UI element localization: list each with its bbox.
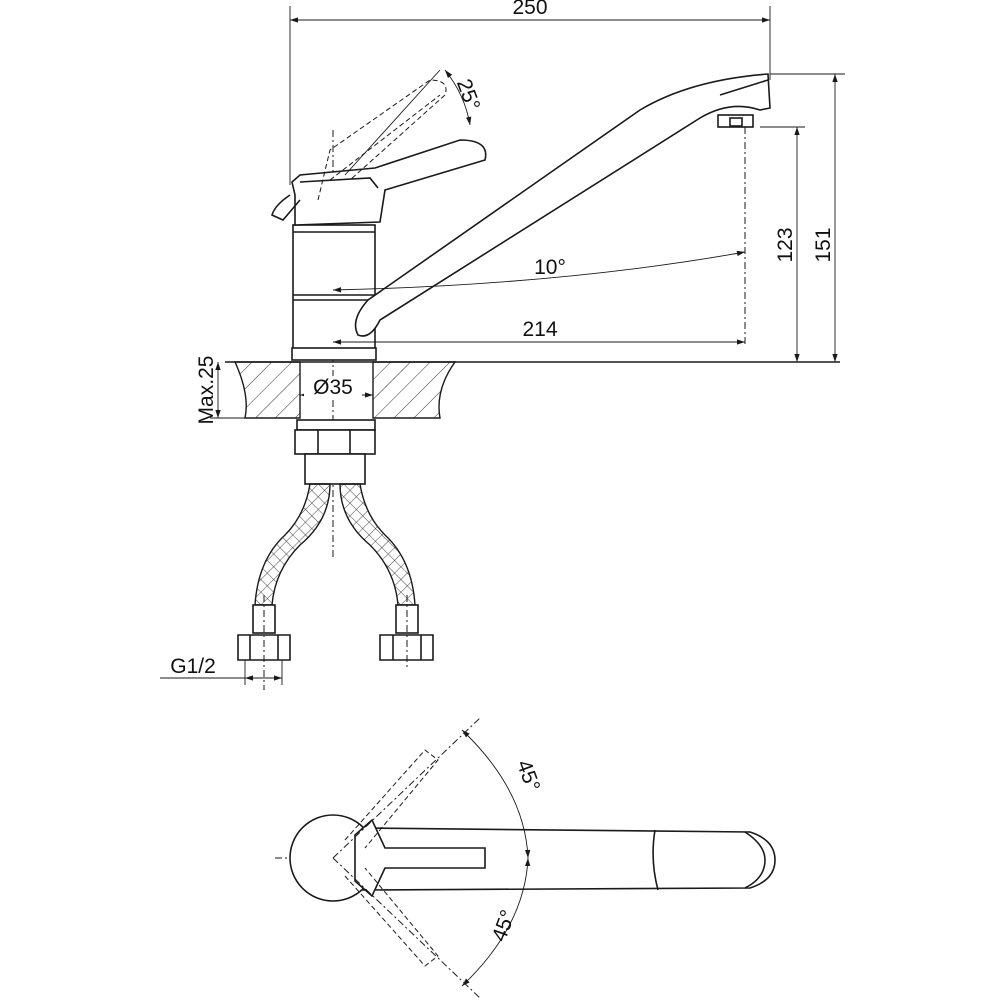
dimension-overall-length: 250: [289, 0, 771, 185]
dim-diameter-label: Ø35: [313, 376, 353, 399]
dim-max-thickness-label: Max.25: [195, 356, 218, 425]
dim-151-label: 151: [812, 227, 835, 262]
faucet-body: [291, 224, 377, 361]
dimension-spout: 214 10°: [332, 127, 746, 345]
dim-thread-label: G1/2: [170, 655, 216, 678]
flexible-hoses: [237, 483, 434, 690]
dim-123-label: 123: [774, 227, 797, 262]
dim-45deg-upper-label: 45°: [512, 757, 544, 795]
dimension-thread: G1/2: [160, 655, 283, 685]
dim-250-label: 250: [512, 0, 547, 19]
mounting-fittings: [294, 419, 376, 485]
lever-handle: 25°: [271, 69, 487, 226]
dim-lever-angle-label: 25°: [452, 76, 484, 114]
countertop-section: Ø35 Max.25: [195, 356, 840, 425]
top-view: 45° 45°: [275, 717, 776, 999]
dim-214-label: 214: [522, 318, 557, 341]
dimension-heights: 123 151: [760, 73, 845, 362]
spout: [354, 73, 771, 337]
dim-10deg-label: 10°: [534, 256, 566, 279]
side-view: 250 Ø35 Max.25: [160, 0, 845, 690]
